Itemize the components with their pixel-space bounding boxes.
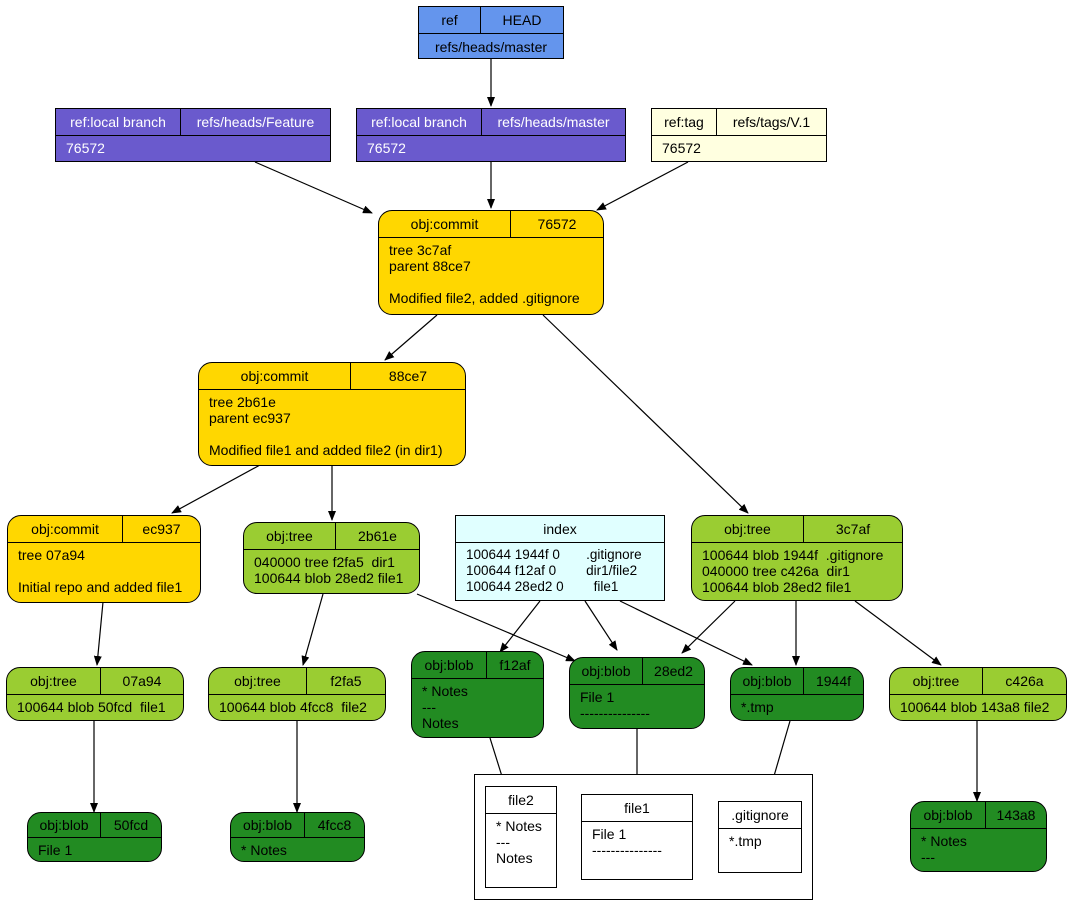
blob-28ed2-body: File 1 --------------- [580, 689, 650, 721]
blob-143a8-node: obj:blob 143a8 * Notes --- [910, 801, 1047, 872]
edge-tree2b61e-to-blob28ed2 [416, 593, 576, 662]
index-node: index 100644 1944f 0 .gitignore 100644 f… [455, 515, 665, 601]
workdir-file2-title: file2 [486, 787, 556, 814]
edge-commit76572-to-commit88ce7 [384, 314, 438, 361]
commit-88ce7-body: tree 2b61e parent ec937 Modified file1 a… [209, 394, 443, 458]
tree-3c7af-body: 100644 blob 1944f .gitignore 040000 tree… [702, 547, 884, 595]
edge-commit88ce7-to-commitec937 [171, 464, 261, 514]
workdir-gitignore-node: .gitignore *.tmp [718, 801, 802, 873]
master-branch-target: 76572 [367, 140, 406, 156]
blob-4fcc8-node: obj:blob 4fcc8 * Notes [230, 812, 365, 862]
blob-1944f-body: *.tmp [741, 699, 774, 715]
edge-feature-to-commit [254, 161, 373, 214]
commit-76572-node: obj:commit 76572 tree 3c7af parent 88ce7… [378, 210, 604, 315]
tree-c426a-body: 100644 blob 143a8 file2 [900, 699, 1050, 715]
blob-28ed2-id: 28ed2 [642, 658, 704, 684]
blob-50fcd-body: File 1 [38, 842, 73, 858]
head-ref-target: refs/heads/master [434, 39, 548, 55]
blob-1944f-type: obj:blob [742, 673, 792, 689]
tree-c426a-type: obj:tree [912, 673, 960, 689]
tree-f2fa5-id: f2fa5 [306, 668, 385, 694]
commit-88ce7-type: obj:commit [240, 368, 309, 384]
edge-index-to-blob28ed2 [584, 600, 618, 651]
blob-143a8-body: * Notes --- [921, 833, 967, 865]
tree-3c7af-node: obj:tree 3c7af 100644 blob 1944f .gitign… [691, 515, 903, 601]
feature-branch-name: refs/heads/Feature [180, 109, 330, 135]
tag-ref-target: 76572 [662, 140, 701, 156]
edge-tree2b61e-to-treef2fa5 [301, 593, 324, 666]
master-branch-name: refs/heads/master [481, 109, 625, 135]
commit-76572-type: obj:commit [410, 216, 479, 232]
workdir-file1-node: file1 File 1 --------------- [581, 794, 693, 880]
workdir-file1-title: file1 [582, 795, 692, 822]
blob-50fcd-node: obj:blob 50fcd File 1 [27, 812, 162, 862]
edge-index-to-blobf12af [499, 600, 541, 653]
blob-f12af-body: * Notes --- Notes [422, 683, 468, 731]
workdir-file2-node: file2 * Notes --- Notes [485, 786, 557, 888]
tree-3c7af-id: 3c7af [803, 516, 902, 542]
edge-tree3c7af-to-treec426a [854, 600, 942, 666]
feature-branch-type: ref:local branch [70, 114, 166, 130]
commit-88ce7-node: obj:commit 88ce7 tree 2b61e parent ec937… [198, 362, 466, 466]
blob-1944f-node: obj:blob 1944f *.tmp [730, 667, 864, 721]
tree-07a94-node: obj:tree 07a94 100644 blob 50fcd file1 [6, 667, 184, 721]
edge-index-to-blob1944f [619, 600, 753, 666]
tree-3c7af-type: obj:tree [724, 521, 771, 537]
tree-c426a-node: obj:tree c426a 100644 blob 143a8 file2 [889, 667, 1067, 721]
blob-f12af-type: obj:blob [424, 657, 474, 673]
workdir-gitignore-body: *.tmp [729, 833, 762, 849]
blob-1944f-id: 1944f [803, 668, 863, 694]
edge-commitec937-to-tree07a94 [93, 601, 104, 666]
commit-76572-body: tree 3c7af parent 88ce7 Modified file2, … [389, 242, 580, 306]
head-ref-type: ref [441, 12, 458, 28]
tree-2b61e-body: 040000 tree f2fa5 dir1 100644 blob 28ed2… [254, 554, 404, 586]
edge-tree3c7af-to-blob28ed2 [681, 600, 736, 654]
blob-4fcc8-type: obj:blob [242, 817, 293, 833]
commit-ec937-body: tree 07a94 Initial repo and added file1 [18, 547, 183, 595]
feature-branch-node: ref:local branch refs/heads/Feature 7657… [55, 108, 331, 162]
tree-f2fa5-node: obj:tree f2fa5 100644 blob 4fcc8 file2 [208, 667, 386, 721]
blob-4fcc8-id: 4fcc8 [304, 813, 364, 837]
tree-2b61e-node: obj:tree 2b61e 040000 tree f2fa5 dir1 10… [243, 522, 420, 594]
tag-ref-name: refs/tags/V.1 [716, 109, 826, 135]
workdir-file2-body: * Notes --- Notes [496, 818, 542, 866]
workdir-gitignore-title: .gitignore [719, 802, 801, 829]
tree-2b61e-id: 2b61e [335, 523, 419, 549]
workdir-file1-body: File 1 --------------- [592, 826, 662, 858]
tree-2b61e-type: obj:tree [266, 528, 313, 544]
tag-ref-type: ref:tag [664, 114, 704, 130]
blob-28ed2-node: obj:blob 28ed2 File 1 --------------- [569, 657, 705, 729]
blob-50fcd-id: 50fcd [100, 813, 161, 837]
master-branch-type: ref:local branch [371, 114, 467, 130]
index-body: 100644 1944f 0 .gitignore 100644 f12af 0… [466, 547, 642, 594]
blob-f12af-id: f12af [486, 652, 543, 678]
blob-143a8-id: 143a8 [985, 802, 1046, 828]
feature-branch-target: 76572 [66, 140, 105, 156]
commit-76572-id: 76572 [510, 211, 603, 237]
index-title: index [456, 516, 664, 543]
commit-ec937-id: ec937 [122, 516, 200, 542]
commit-ec937-node: obj:commit ec937 tree 07a94 Initial repo… [7, 515, 201, 603]
tree-07a94-id: 07a94 [100, 668, 183, 694]
tree-c426a-id: c426a [982, 668, 1066, 694]
tree-f2fa5-type: obj:tree [234, 673, 281, 689]
tag-ref-node: ref:tag refs/tags/V.1 76572 [651, 108, 827, 162]
tree-07a94-type: obj:tree [30, 673, 77, 689]
blob-f12af-node: obj:blob f12af * Notes --- Notes [411, 651, 544, 738]
head-ref-node: ref HEAD refs/heads/master [418, 6, 564, 59]
tree-07a94-body: 100644 blob 50fcd file1 [17, 699, 166, 715]
blob-50fcd-type: obj:blob [39, 817, 89, 833]
tree-f2fa5-body: 100644 blob 4fcc8 file2 [219, 699, 367, 715]
blob-28ed2-type: obj:blob [581, 663, 631, 679]
master-branch-node: ref:local branch refs/heads/master 76572 [356, 108, 626, 162]
edge-tag-to-commit [596, 161, 689, 211]
blob-4fcc8-body: * Notes [241, 842, 287, 858]
blob-143a8-type: obj:blob [923, 807, 973, 823]
head-ref-name: HEAD [480, 7, 563, 33]
commit-88ce7-id: 88ce7 [350, 363, 465, 389]
edge-commit76572-to-tree3c7af [542, 314, 749, 514]
commit-ec937-type: obj:commit [31, 521, 99, 537]
